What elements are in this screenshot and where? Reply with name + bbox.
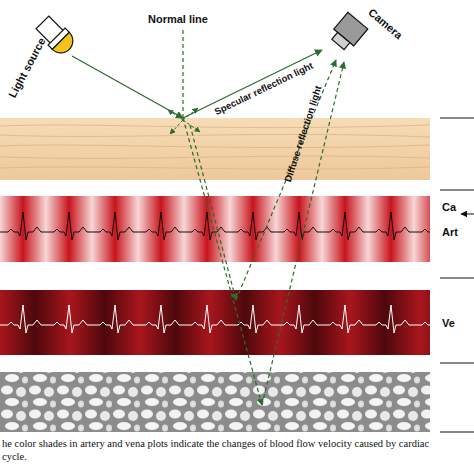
camera-label: Camera [366,6,405,41]
penetrating-light [183,118,262,405]
skin-band [0,118,430,180]
source-label: Light source [6,36,48,100]
layer-label: Ca [442,201,456,213]
skin-grain [0,125,430,169]
diffuse-light [262,62,344,405]
normal-line-label: Normal line [148,13,208,25]
specular-label: Specular reflection light [213,61,315,118]
normal-line [182,30,183,118]
specular-light [183,50,322,118]
incident-light [72,56,183,118]
scatter-arrows [168,108,200,134]
figure-caption: he color shades in artery and vena plots… [2,437,442,463]
camera-icon [328,12,368,52]
pointer-arrow [461,214,474,215]
bone-band [0,372,430,432]
penetrating-light [190,125,236,300]
vena-pulse-wave [0,305,430,333]
layer-label: Ve [442,317,455,329]
layer-label: Art [442,226,458,238]
vena-band [0,290,430,355]
layer-ticks [440,118,474,432]
artery-band [0,196,430,262]
